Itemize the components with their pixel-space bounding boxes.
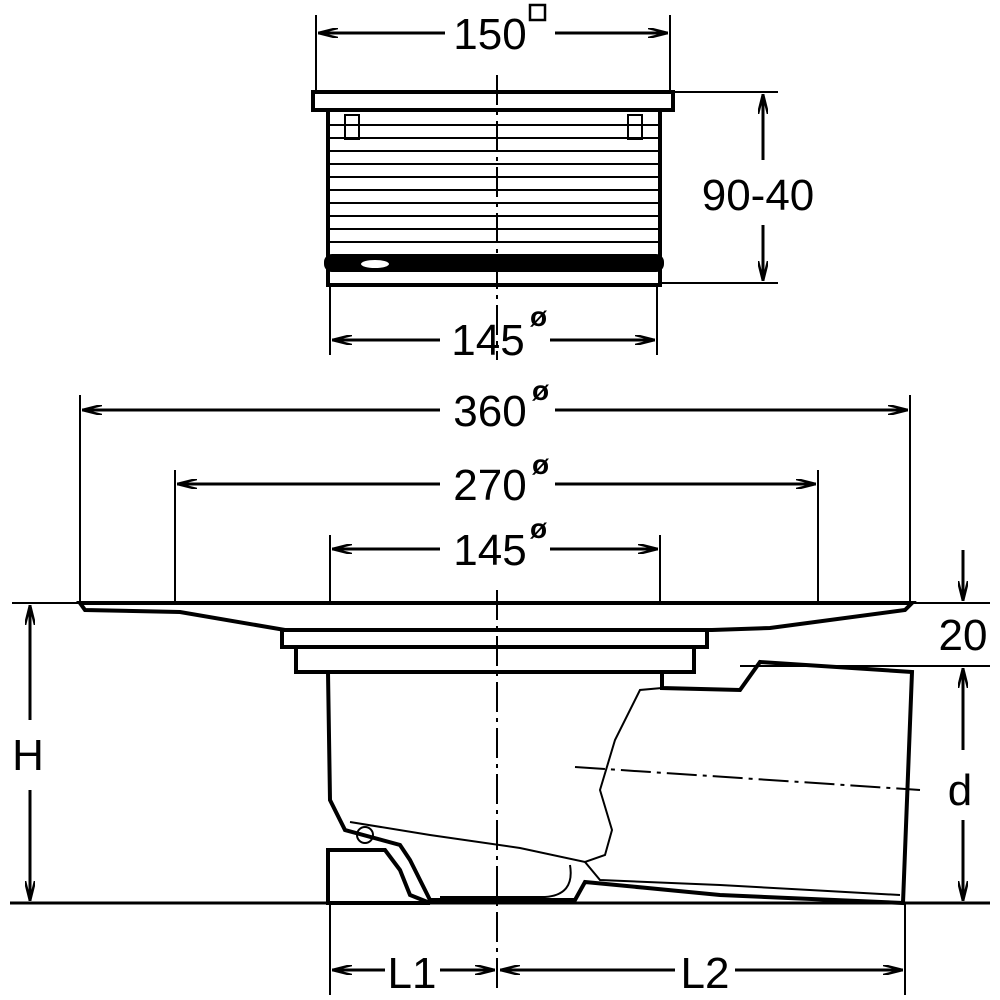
- dim-H: H: [12, 602, 80, 901]
- dim-145-top: 145 ø: [329, 285, 658, 365]
- dim-150: 150: [315, 3, 671, 92]
- dim-d: d: [948, 668, 972, 901]
- diameter-symbol: ø: [530, 513, 547, 544]
- label-145-body: 145: [453, 526, 526, 575]
- label-20: 20: [939, 611, 988, 660]
- square-symbol: [528, 3, 547, 22]
- diameter-symbol: ø: [530, 301, 547, 332]
- drain-body: [76, 601, 921, 906]
- dim-145-body: 145 ø: [329, 513, 661, 603]
- label-90-40: 90-40: [702, 171, 815, 220]
- dim-90-40: 90-40: [660, 91, 815, 284]
- label-145-top: 145: [451, 316, 524, 365]
- grate-insert: [311, 90, 675, 287]
- label-H: H: [12, 731, 44, 780]
- diameter-symbol: ø: [532, 449, 549, 480]
- label-d: d: [948, 766, 972, 815]
- label-150: 150: [453, 10, 526, 59]
- label-L1: L1: [388, 949, 437, 998]
- label-270: 270: [453, 461, 526, 510]
- diameter-symbol: ø: [532, 375, 549, 406]
- dim-20: 20: [740, 550, 990, 667]
- label-L2: L2: [681, 949, 730, 998]
- dim-L2: L2: [500, 903, 906, 998]
- dim-360: 360 ø: [79, 375, 911, 603]
- dim-270: 270 ø: [174, 449, 819, 603]
- dim-L1: L1: [329, 903, 495, 998]
- label-360: 360: [453, 387, 526, 436]
